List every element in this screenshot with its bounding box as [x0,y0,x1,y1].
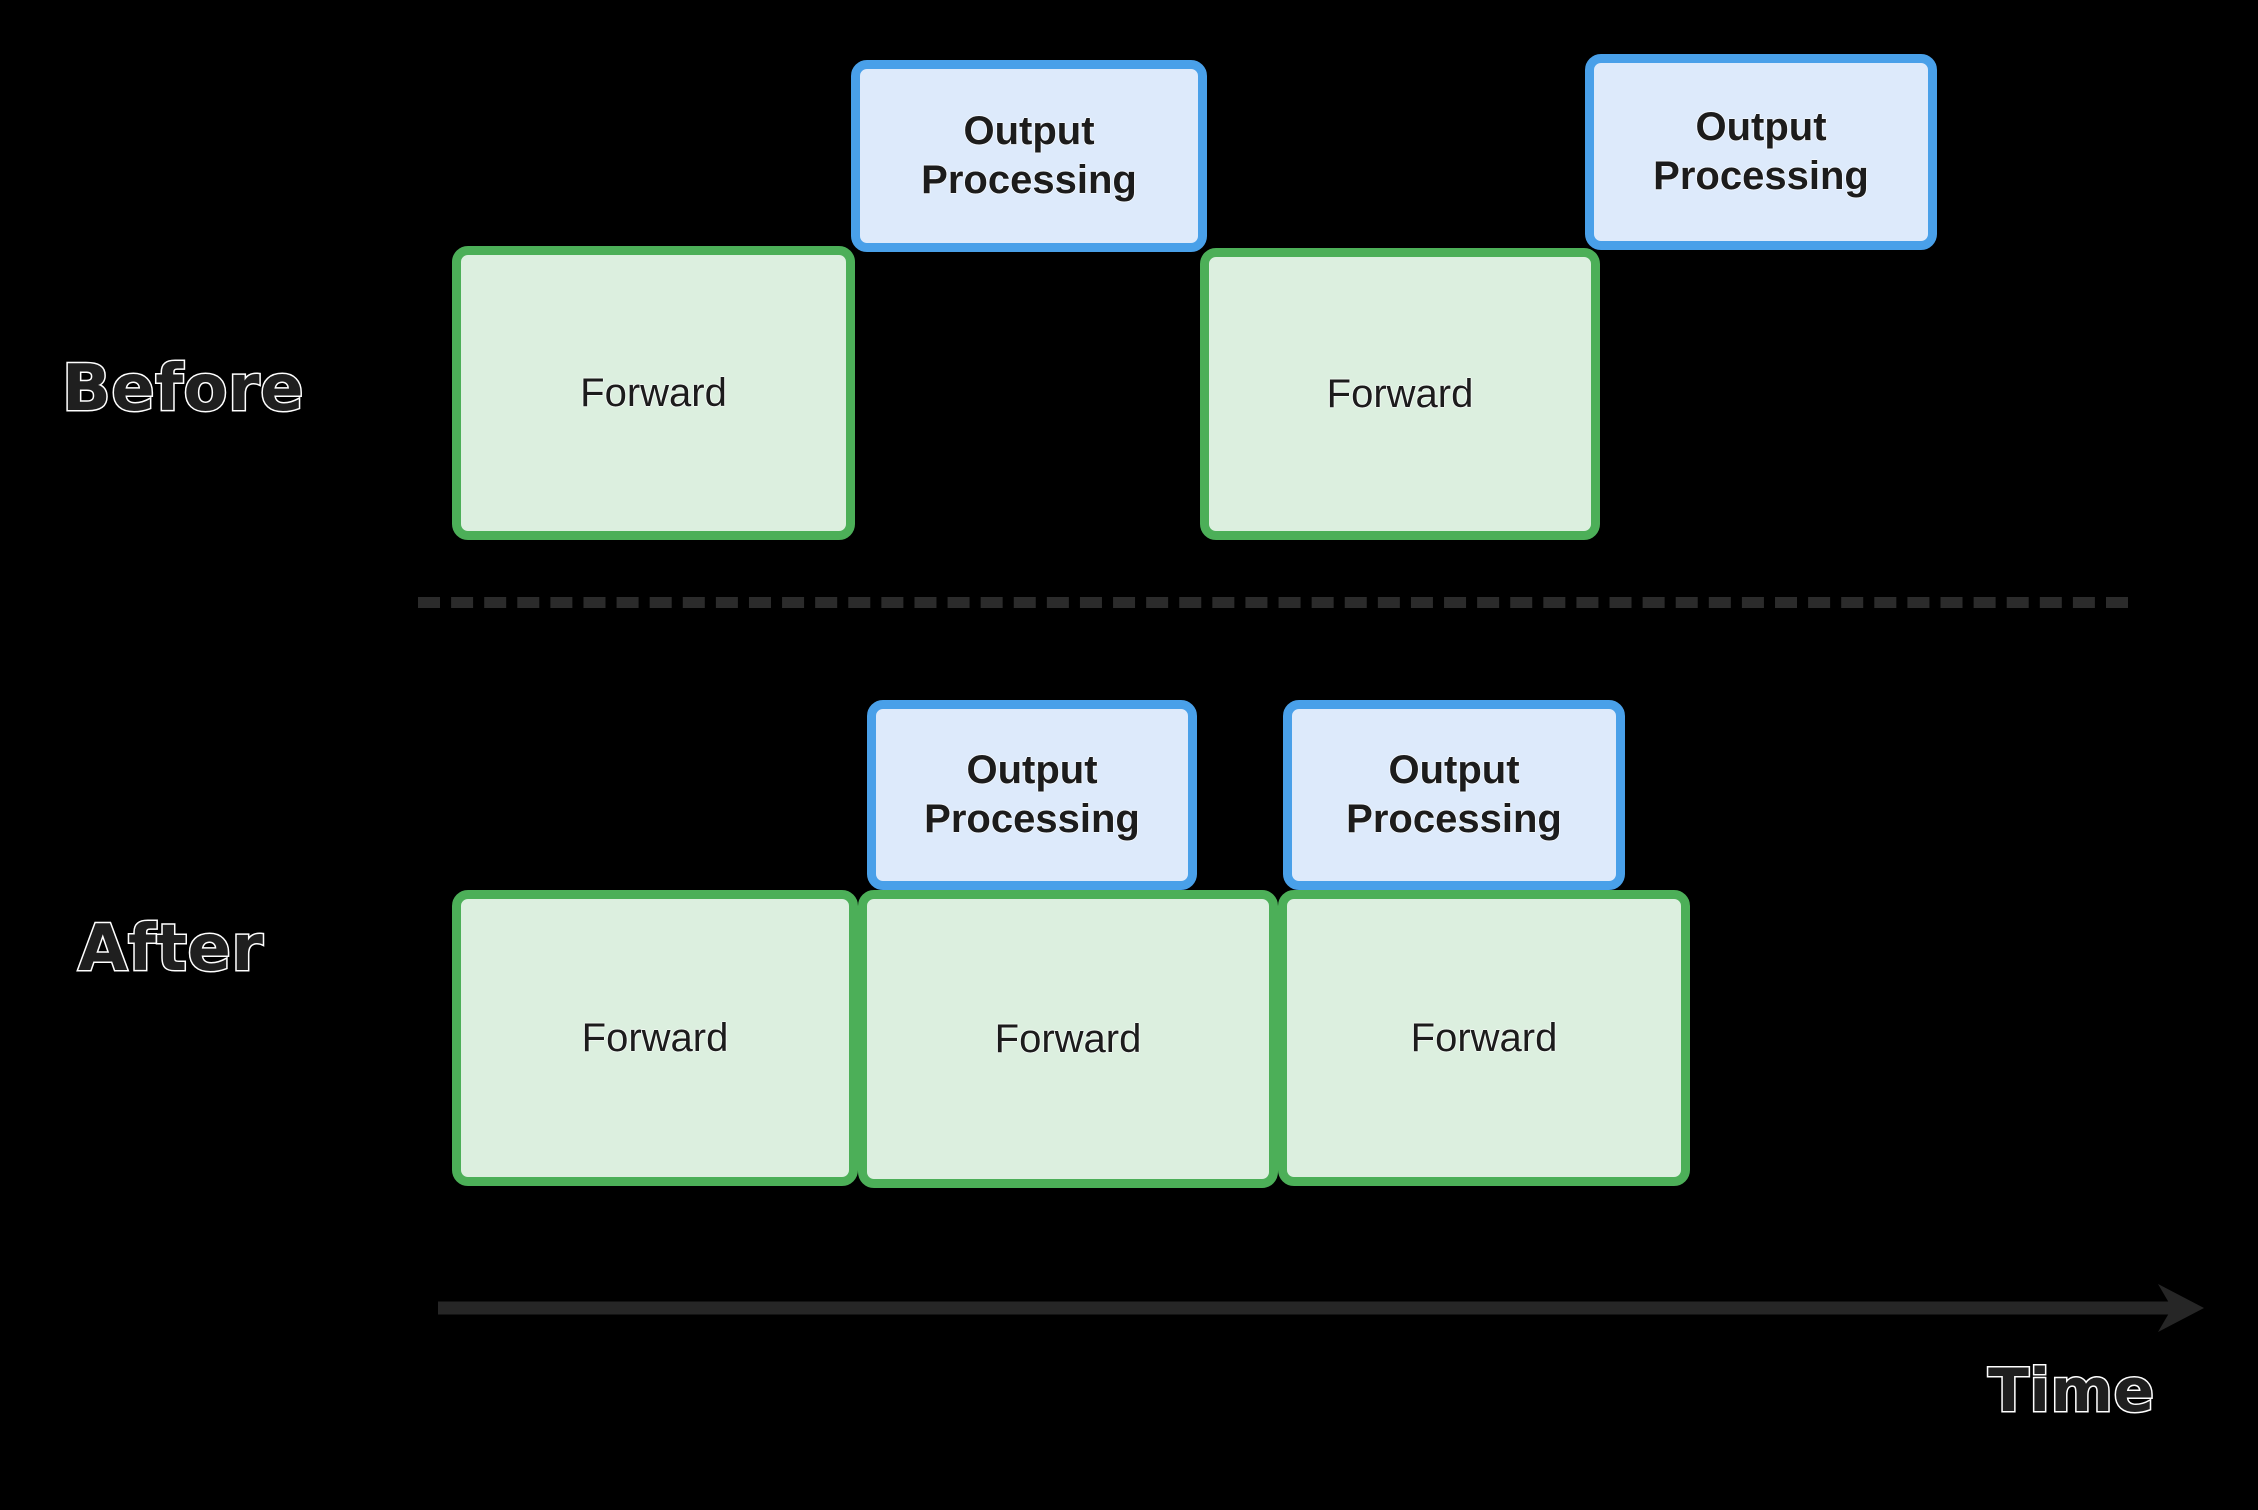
output-line-2: Processing [1653,154,1869,198]
block-label: Forward [1410,1015,1558,1060]
after-forward-block-1: Forward [452,890,858,1186]
after-forward-block-3: Forward [1278,890,1690,1186]
block-label: Forward [1326,371,1474,416]
before-forward-block-2: Forward [1200,248,1600,540]
section-label-after: After [76,911,264,988]
section-label-before: Before [61,351,305,428]
before-forward-block-1: Forward [452,246,855,540]
output-line-1: Output [1695,105,1827,150]
output-line-2: Processing [921,158,1137,202]
block-label: Forward [580,370,727,415]
block-label: Forward [581,1015,729,1060]
time-axis-arrowhead [2158,1284,2204,1332]
time-axis-arrow [438,1284,2204,1332]
output-line-2: Processing [924,797,1140,841]
section-divider [418,597,2128,608]
output-line-1: Output [966,748,1098,793]
block-label: Forward [994,1016,1142,1061]
output-line-1: Output [963,109,1095,154]
output-line-2: Processing [1346,797,1562,841]
after-forward-block-2: Forward [858,890,1278,1188]
time-axis-label: Time [1987,1355,2156,1428]
output-line-1: Output [1388,748,1520,793]
